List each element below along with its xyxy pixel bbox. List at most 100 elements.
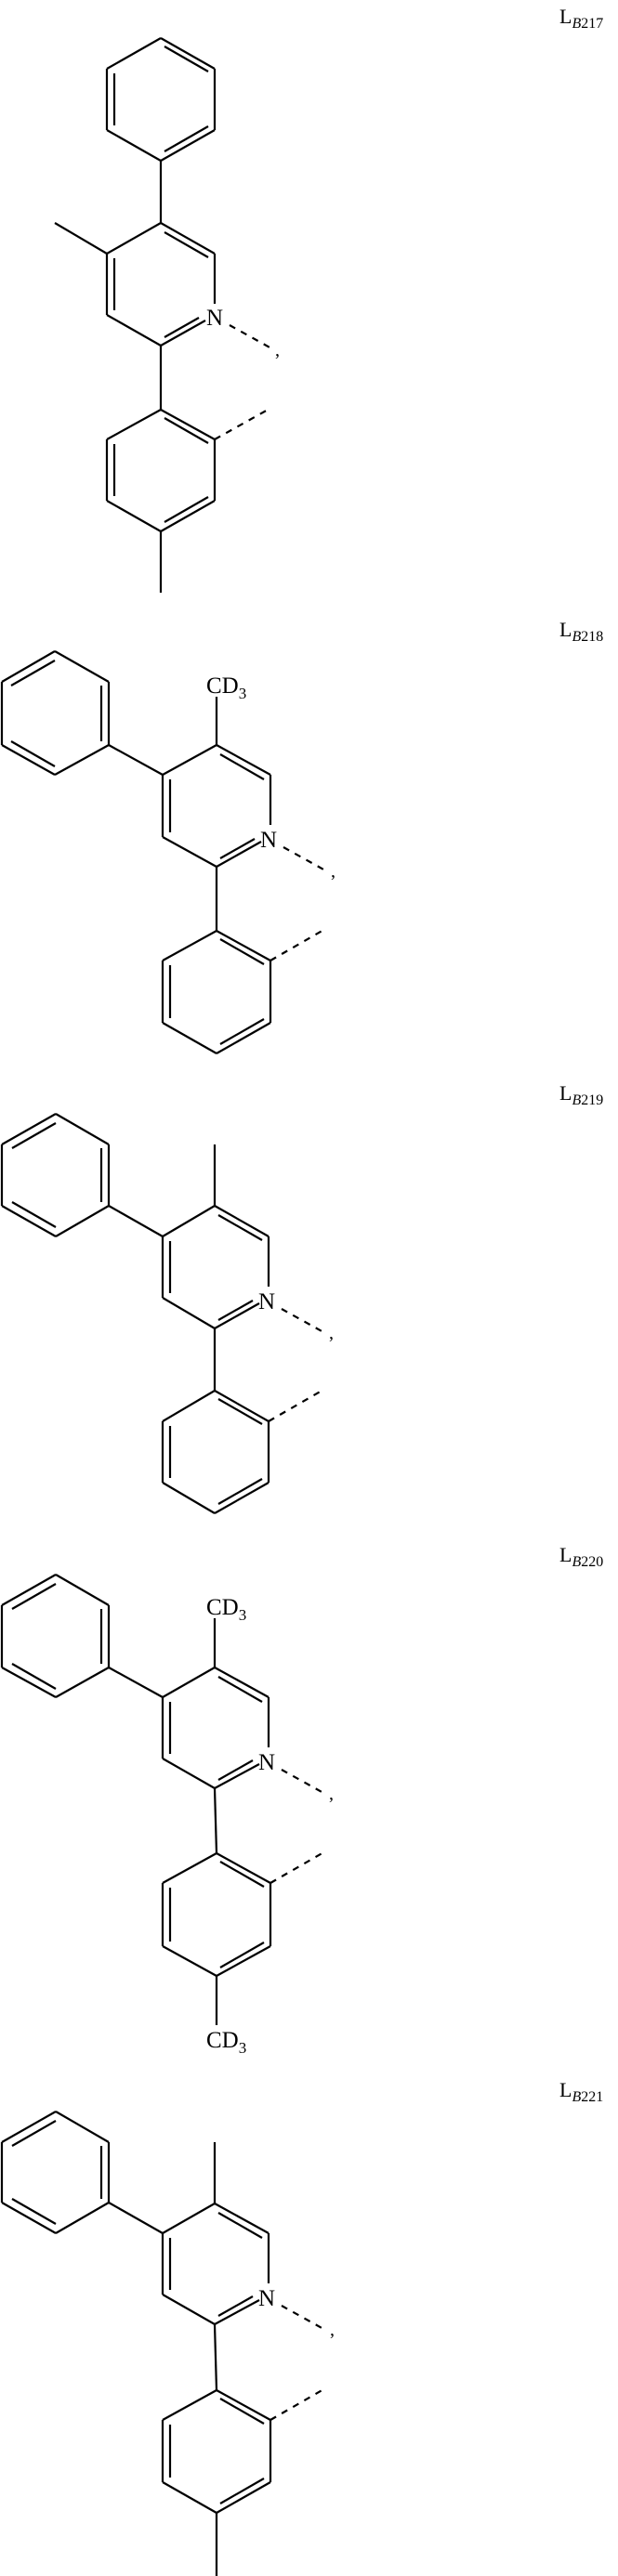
double-bond-line: [217, 1300, 254, 1321]
bond-line: [55, 1205, 110, 1237]
bond-line: [106, 409, 162, 440]
double-bond-line: [219, 2398, 265, 2425]
bond-line: [162, 2481, 217, 2514]
compound-label: LB220: [559, 1543, 603, 1570]
double-bond-line: [164, 46, 209, 72]
bond-line: [55, 2202, 110, 2234]
substituent-label-cd3: CD3: [206, 1595, 246, 1624]
bond-line: [214, 1763, 260, 1789]
bond-line: [1, 2202, 57, 2234]
bond-line: [216, 1945, 271, 1977]
bond-line: [1, 1667, 57, 1698]
coordination-bond-dashed: [270, 1850, 326, 1884]
double-bond-line: [164, 496, 209, 523]
bond-line: [106, 222, 162, 255]
double-bond-line: [217, 1478, 263, 1505]
bond-line: [54, 222, 108, 255]
double-bond-line: [219, 1861, 265, 1888]
double-bond-line: [10, 740, 56, 767]
double-bond-line: [164, 317, 200, 338]
compound-lb221: N,LB221: [0, 2078, 603, 2576]
bond-line: [106, 129, 162, 162]
comma-mark: ,: [275, 340, 280, 360]
bond-line: [216, 1022, 271, 1054]
bond-line: [108, 1667, 164, 1698]
bond-line: [216, 1852, 271, 1884]
atom-label-nitrogen: N: [258, 1289, 275, 1314]
coordination-bond-dashed: [229, 324, 272, 349]
comma-mark: ,: [329, 1323, 334, 1343]
bond-line: [55, 1113, 110, 1145]
bond-line: [162, 1022, 217, 1054]
bond-line: [213, 1787, 218, 1854]
atom-label-nitrogen: N: [258, 2286, 275, 2311]
bond-line: [162, 1758, 216, 1789]
double-bond-line: [10, 660, 56, 686]
bond-line: [160, 409, 216, 440]
bond-line: [55, 1574, 110, 1606]
bond-line: [162, 744, 217, 776]
double-bond-line: [217, 1676, 263, 1703]
double-bond-line: [219, 938, 265, 965]
bond-line: [214, 1205, 270, 1237]
bond-line: [162, 1390, 216, 1422]
compound-label: LB218: [559, 618, 603, 645]
bond-line: [214, 1667, 270, 1698]
double-bond-line: [11, 1122, 57, 1149]
double-bond-line: [11, 1663, 57, 1690]
bond-line: [162, 1297, 216, 1329]
bond-line: [108, 744, 164, 776]
bond-line: [1, 1205, 57, 1237]
bond-line: [162, 2389, 217, 2421]
double-bond-line: [11, 1583, 57, 1610]
atom-label-nitrogen: N: [260, 828, 277, 853]
double-bond-line: [219, 838, 256, 859]
bond-line: [214, 2203, 270, 2234]
bond-line: [216, 2389, 271, 2421]
bond-line: [1, 744, 56, 776]
double-bond-line: [11, 2198, 57, 2225]
bond-line: [160, 37, 216, 70]
bond-line: [214, 2299, 260, 2325]
substituent-label-cd3: CD3: [206, 673, 246, 702]
atom-label-nitrogen: N: [206, 306, 223, 331]
bond-line: [160, 500, 216, 532]
bond-line: [214, 1390, 270, 1422]
bond-line: [214, 1482, 270, 1514]
bond-line: [162, 1205, 216, 1237]
compound-label: LB221: [559, 2078, 603, 2105]
coordination-bond-dashed: [281, 1308, 324, 1333]
coordination-bond-dashed: [270, 928, 326, 961]
bond-line: [108, 2202, 164, 2234]
bond-line: [1, 2111, 57, 2143]
coordination-bond-dashed: [281, 1769, 324, 1794]
bond-line: [162, 836, 217, 868]
double-bond-line: [219, 1942, 265, 1968]
bond-line: [55, 1667, 110, 1698]
double-bond-line: [219, 2478, 265, 2504]
bond-line: [160, 129, 216, 162]
bond-line: [162, 2294, 216, 2325]
bond-line: [108, 1205, 164, 1237]
bond-line: [162, 930, 217, 961]
bond-line: [216, 2481, 271, 2514]
substituent-label-cd3: CD3: [206, 2028, 246, 2057]
double-bond-line: [217, 1759, 254, 1781]
coordination-bond-dashed: [214, 408, 270, 440]
bond-line: [106, 37, 162, 70]
bond-line: [162, 2203, 216, 2234]
bond-line: [162, 1667, 216, 1698]
bond-line: [213, 2323, 218, 2391]
bond-line: [216, 744, 271, 776]
bond-line: [54, 744, 110, 776]
compound-label: LB219: [559, 1081, 603, 1108]
bond-line: [162, 1852, 217, 1884]
double-bond-line: [164, 231, 209, 258]
bond-line: [216, 841, 262, 868]
double-bond-line: [164, 125, 209, 152]
bond-line: [1, 650, 56, 683]
double-bond-line: [217, 2212, 263, 2239]
bond-line: [160, 320, 206, 347]
